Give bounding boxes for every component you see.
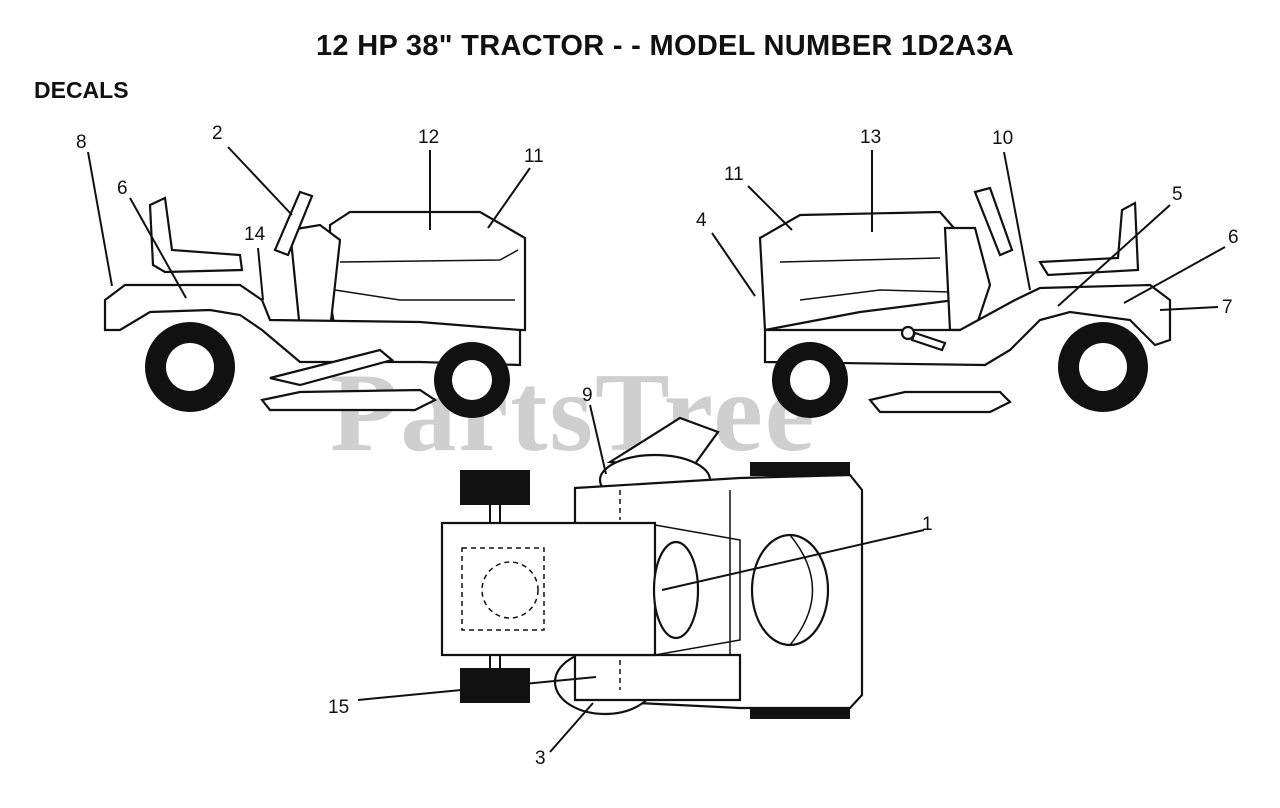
hood-right — [758, 210, 962, 332]
steering-top — [652, 540, 700, 640]
callout-11-left: 11 — [524, 146, 544, 167]
seat-right — [1038, 201, 1140, 277]
callout-14: 14 — [244, 224, 266, 245]
rear-tire-top-left — [460, 470, 530, 505]
tractor-left-side-view — [103, 190, 527, 418]
callout-10: 10 — [992, 128, 1013, 149]
steering-wheel-left — [273, 190, 314, 257]
callout-5: 5 — [1172, 184, 1183, 205]
callout-3: 3 — [535, 748, 546, 769]
callout-11-right: 11 — [724, 164, 744, 185]
leader-lines — [87, 146, 1226, 753]
callout-12: 12 — [418, 127, 439, 148]
dash-left — [288, 223, 342, 332]
mower-deck-right — [868, 390, 1012, 414]
callout-6-left: 6 — [117, 178, 128, 199]
body-left — [103, 283, 522, 367]
tractor-right-side-view — [758, 186, 1172, 418]
page-title: 12 HP 38" TRACTOR - - MODEL NUMBER 1D2A3… — [315, 30, 1014, 62]
tractor-top-view — [440, 416, 864, 719]
callout-7: 7 — [1222, 297, 1233, 318]
callout-4: 4 — [696, 210, 707, 231]
body-right — [763, 283, 1172, 367]
mower-deck-left — [260, 388, 438, 412]
hood-left — [328, 210, 527, 332]
callout-6-right: 6 — [1228, 227, 1239, 248]
seat-left — [148, 196, 244, 274]
callout-15: 15 — [328, 697, 349, 718]
callout-1: 1 — [922, 514, 933, 535]
callout-9: 9 — [582, 385, 593, 406]
dash-right — [943, 226, 992, 332]
fender-top — [440, 521, 657, 657]
steering-wheel-right — [973, 186, 1014, 257]
front-tire-top — [750, 462, 850, 476]
section-heading: DECALS — [34, 77, 129, 103]
callout-2: 2 — [212, 123, 223, 144]
rear-tire-bottom-left — [460, 668, 530, 703]
callout-labels: 8 6 2 14 12 11 11 4 13 10 5 6 7 9 1 15 3 — [76, 123, 1239, 769]
watermark: PartsTree — [330, 351, 817, 475]
callout-13: 13 — [860, 127, 881, 148]
hood-top — [750, 533, 830, 647]
callout-8: 8 — [76, 132, 87, 153]
